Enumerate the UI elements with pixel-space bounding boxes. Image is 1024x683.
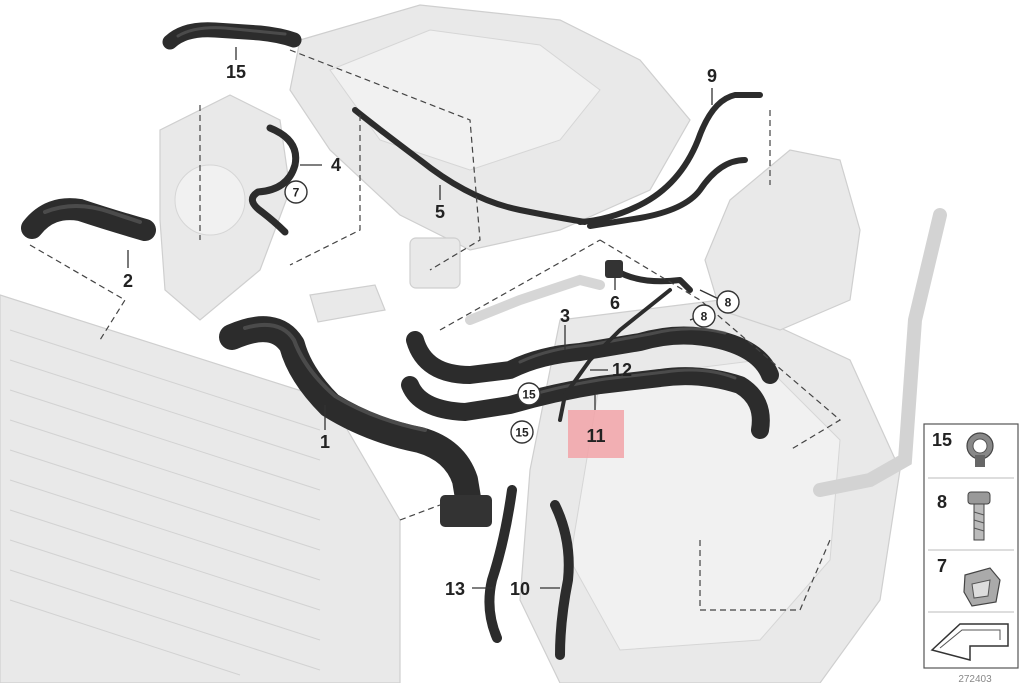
hose-4 — [248, 124, 300, 236]
circle-label-15b: 15 — [515, 426, 529, 440]
light-pipe — [465, 274, 605, 325]
dash-block — [699, 539, 831, 611]
pump-pulley — [174, 164, 246, 236]
dash-mid — [439, 239, 601, 331]
sensor-valve — [309, 284, 386, 323]
hose-13 — [484, 485, 517, 643]
dash-1 — [399, 504, 441, 521]
valve-cover — [329, 29, 601, 171]
legend-panel: 15 8 7 — [923, 423, 1019, 669]
highlight-box-11 — [568, 410, 624, 458]
dashed-lines — [29, 49, 842, 611]
hose-1-connector — [440, 495, 492, 527]
label-9: 9 — [707, 66, 717, 86]
circled-labels: 7 8 8 15 15 — [284, 180, 740, 444]
part-number-labels: 15 2 1 4 5 3 6 9 10 13 12 11 — [123, 62, 717, 599]
label-3: 3 — [560, 306, 570, 326]
hose-2 — [21, 198, 156, 241]
background-components — [0, 4, 947, 683]
pipe-12 — [558, 288, 672, 422]
dash-14 — [289, 49, 481, 271]
label-2: 2 — [123, 271, 133, 291]
hose-9 — [577, 92, 763, 225]
label-10: 10 — [510, 579, 530, 599]
radiator — [0, 294, 401, 683]
label-11: 11 — [586, 426, 605, 446]
screw-icon — [967, 491, 991, 541]
circle-label-7: 7 — [293, 186, 300, 200]
connector-6 — [605, 260, 623, 278]
dash-4 — [289, 115, 361, 266]
vent-pipe — [813, 208, 947, 497]
hose-3 — [406, 326, 779, 384]
thermostat-housing — [409, 237, 461, 289]
pipe-5 — [352, 107, 588, 225]
hoses — [21, 22, 779, 660]
hose-9b — [587, 157, 748, 229]
clip-icon — [963, 567, 1001, 607]
label-6: 6 — [610, 293, 620, 313]
radiator-fins — [9, 329, 321, 676]
label-4: 4 — [331, 155, 341, 175]
legend-number-7: 7 — [937, 556, 947, 576]
circle-label-8a: 8 — [725, 296, 732, 310]
legend-number-15: 15 — [932, 430, 952, 450]
hose-11 — [401, 367, 770, 439]
figure-code: 272403 — [958, 674, 992, 683]
label-12: 12 — [612, 360, 632, 380]
label-1: 1 — [320, 432, 330, 452]
hose-clamp-icon — [966, 432, 994, 467]
circle-label-8b: 8 — [701, 310, 708, 324]
label-14: 15 — [226, 62, 246, 82]
leader-lines — [127, 47, 726, 589]
dash-2 — [29, 244, 126, 341]
hose-1 — [219, 316, 483, 523]
direction-arrow-icon — [930, 623, 1009, 661]
label-5: 5 — [435, 202, 445, 222]
circle-label-15a: 15 — [522, 388, 536, 402]
label-13: 13 — [445, 579, 465, 599]
dash-3 — [599, 239, 842, 451]
legend-number-8: 8 — [937, 492, 947, 512]
expansion-tank — [704, 149, 861, 331]
hose-10 — [550, 500, 574, 660]
